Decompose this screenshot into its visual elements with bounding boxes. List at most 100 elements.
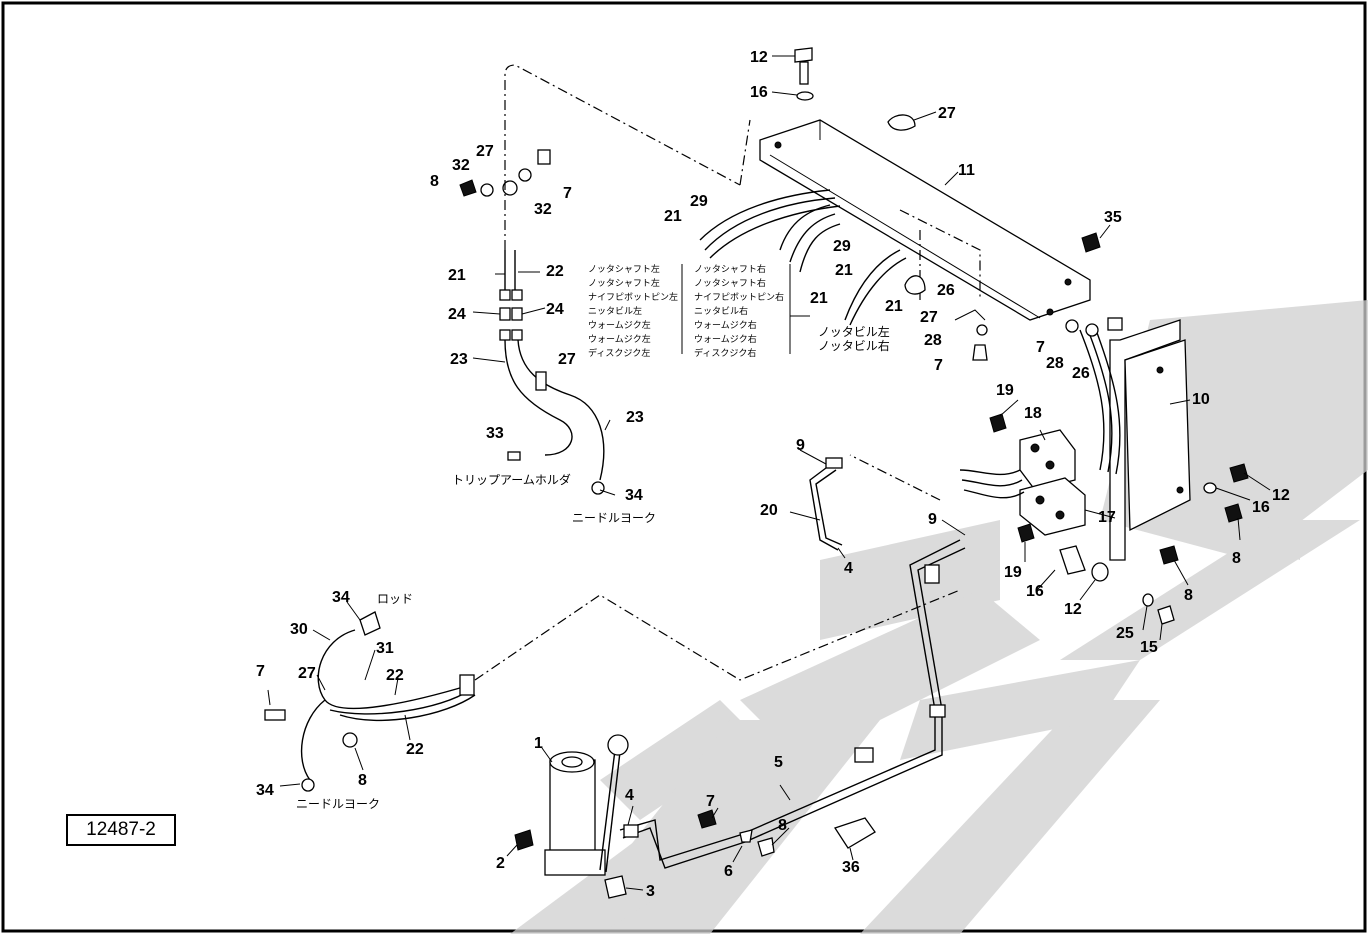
callout-36: 36 — [842, 859, 860, 876]
lubricator-pump — [514, 734, 629, 899]
reference-number: 12487-2 — [86, 819, 156, 840]
callout-28-b: 28 — [1046, 355, 1064, 372]
hose-left-4: ニッタビル左 — [588, 305, 642, 317]
label-knotter-bill-left: ノッタビル左 — [818, 324, 890, 339]
callout-13: 12 — [1064, 601, 1082, 618]
callout-4-a: 4 — [844, 560, 853, 577]
misc-parts — [623, 47, 1249, 857]
callout-35: 35 — [1104, 209, 1122, 226]
callout-9-b: 9 — [928, 511, 937, 528]
callout-7-d: 7 — [256, 663, 265, 680]
callout-26-a: 26 — [937, 282, 955, 299]
callout-32-b: 32 — [534, 201, 552, 218]
watermark — [510, 300, 1368, 934]
callout-12-right: 12 — [1272, 487, 1290, 504]
callout-28-a: 28 — [924, 332, 942, 349]
callout-16-top: 16 — [750, 84, 768, 101]
callout-19-a: 19 — [996, 382, 1014, 399]
callout-21-f: 22 — [546, 263, 564, 280]
hose-right-3: ナイフピボットピン右 — [694, 291, 784, 303]
hose-left-6: ウォームジク左 — [588, 333, 651, 345]
callout-9-a: 9 — [796, 437, 805, 454]
callout-22-a: 22 — [386, 667, 404, 684]
hose-left-7: ディスクジク左 — [588, 347, 650, 359]
guide-lines — [474, 64, 981, 681]
callout-26-b: 26 — [1072, 365, 1090, 382]
left-upper-hoses — [459, 149, 605, 495]
callout-15: 15 — [1140, 639, 1158, 656]
callout-7-a: 7 — [934, 357, 943, 374]
callout-32-a: 32 — [452, 157, 470, 174]
callout-2: 2 — [496, 855, 505, 872]
distributor-block-17 — [1019, 477, 1086, 536]
callout-30: 30 — [290, 621, 308, 638]
hose-right-4: ニッタビル右 — [694, 305, 748, 317]
callout-16-right: 16 — [1252, 499, 1270, 516]
left-lower-hoses — [264, 611, 476, 792]
callout-21-b: 21 — [835, 262, 853, 279]
callout-11: 11 — [958, 162, 975, 179]
hose-bundle-left — [959, 469, 1025, 499]
callout-34-a: 34 — [625, 487, 643, 504]
label-rod: ロッド — [377, 592, 413, 606]
callout-25: 25 — [1116, 625, 1134, 642]
callout-27-b: 27 — [558, 351, 576, 368]
hose-left-5: ウォームジク左 — [588, 319, 651, 331]
label-needle-yoke-bottom: ニードルヨーク — [296, 797, 380, 811]
hose-left-2: ノッタシャフト左 — [588, 277, 660, 289]
hose-right-5: ウォームジク右 — [694, 319, 757, 331]
callout-1: 1 — [534, 735, 543, 752]
hose-right-7: ディスクジク右 — [694, 347, 756, 359]
callout-33: 33 — [486, 425, 504, 442]
hose-left-1: ノッタシャフト左 — [588, 263, 660, 275]
hose-right-2: ノッタシャフト右 — [694, 277, 766, 289]
part-labels: トリップアームホルダ ニードルヨーク ロッド ニードルヨーク ノッタビル左 ノッ… — [296, 324, 890, 811]
upper-bracket — [759, 119, 1091, 321]
hose-list-left: ノッタシャフト左 ノッタシャフト左 ナイフピボットピン左 ニッタビル左 ウォーム… — [588, 263, 678, 359]
callout-31: 31 — [376, 640, 394, 657]
hose-list-right: ノッタシャフト右 ノッタシャフト右 ナイフピボットピン右 ニッタビル右 ウォーム… — [694, 263, 784, 359]
hose-right-1: ノッタシャフト右 — [694, 263, 766, 275]
callout-4-b: 4 — [625, 787, 634, 804]
callout-8-a: 8 — [1232, 550, 1241, 567]
callout-21-a: 21 — [664, 208, 682, 225]
callout-29-b: 29 — [833, 238, 851, 255]
callout-24-a: 24 — [448, 306, 466, 323]
hose-list-brackets — [681, 264, 810, 354]
callout-7-e: 7 — [706, 793, 715, 810]
leader-lines — [267, 55, 1271, 891]
callout-27-c: 27 — [298, 665, 316, 682]
label-knotter-bill-right: ノッタビル右 — [818, 338, 890, 353]
reference-number-box: 12487-2 — [66, 814, 176, 846]
callout-27-left: 27 — [476, 143, 494, 160]
callout-3: 3 — [646, 883, 655, 900]
callout-20: 20 — [760, 502, 778, 519]
callout-8-e: 8 — [778, 817, 787, 834]
hose-left-3: ナイフピボットピン左 — [588, 291, 678, 303]
callout-22-b: 22 — [406, 741, 424, 758]
callout-6: 6 — [724, 863, 733, 880]
callout-numbers: 12 16 27 11 35 29 21 29 21 21 21 27 26 2… — [256, 49, 1290, 900]
callout-8-d: 8 — [358, 772, 367, 789]
label-trip-arm-holder: トリップアームホルダ — [452, 472, 571, 487]
callout-27-top: 27 — [938, 105, 956, 122]
side-bracket — [1109, 319, 1191, 561]
callout-18: 18 — [1024, 405, 1042, 422]
callout-23-a: 23 — [450, 351, 468, 368]
callout-14: 16 — [1026, 583, 1044, 600]
callout-7-c: 7 — [563, 185, 572, 202]
callout-27-mid: 27 — [920, 309, 938, 326]
callout-12-top: 12 — [750, 49, 768, 66]
callout-8-b: 8 — [1184, 587, 1193, 604]
callout-34-c: 34 — [256, 782, 274, 799]
callout-21-d: 21 — [885, 298, 903, 315]
callout-10: 10 — [1192, 391, 1210, 408]
lower-tubes — [619, 457, 966, 869]
callout-21-c: 21 — [810, 290, 828, 307]
hose-right-6: ウォームジク右 — [694, 333, 757, 345]
label-needle-yoke-top: ニードルヨーク — [572, 511, 656, 525]
callout-19-b: 19 — [1004, 564, 1022, 581]
callout-8-c: 8 — [430, 173, 439, 190]
callout-21-e: 21 — [448, 267, 466, 284]
